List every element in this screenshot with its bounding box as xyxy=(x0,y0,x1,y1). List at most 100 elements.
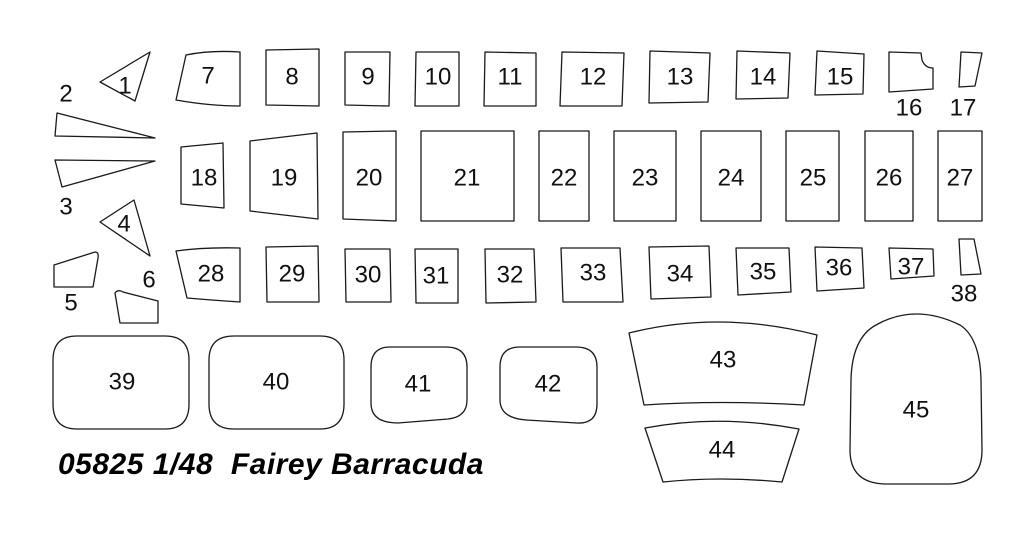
mask-part-15: 15 xyxy=(814,50,865,96)
mask-part-14: 14 xyxy=(735,50,791,100)
mask-outline xyxy=(249,132,319,220)
part-number-label: 2 xyxy=(59,81,72,108)
mask-part-45: 45 xyxy=(849,313,983,485)
mask-part-16: 16 xyxy=(888,51,934,122)
mask-part-7: 7 xyxy=(175,50,241,107)
mask-part-39: 39 xyxy=(52,335,190,430)
part-number-label: 36 xyxy=(826,255,853,282)
mask-outline xyxy=(483,51,537,107)
mask-outline xyxy=(888,51,934,93)
mask-outline xyxy=(420,130,515,222)
mask-part-10: 10 xyxy=(414,51,460,107)
mask-outline xyxy=(700,130,762,222)
mask-part-9: 9 xyxy=(344,51,391,107)
part-number-label: 12 xyxy=(580,64,607,91)
mask-outline xyxy=(613,130,677,222)
mask-part-8: 8 xyxy=(265,48,320,107)
mask-outline xyxy=(53,251,99,288)
mask-outline xyxy=(538,130,590,222)
mask-part-2: 2 xyxy=(54,81,156,139)
part-number-label: 37 xyxy=(898,254,925,281)
mask-part-43: 43 xyxy=(628,321,818,406)
mask-outline xyxy=(560,247,624,303)
part-number-label: 19 xyxy=(271,165,298,192)
mask-outline xyxy=(54,159,156,188)
mask-outline xyxy=(175,247,241,303)
mask-part-25: 25 xyxy=(785,130,840,222)
mask-outline xyxy=(54,112,156,139)
mask-outline xyxy=(814,50,865,96)
mask-part-4: 4 xyxy=(99,199,151,257)
part-number-label: 18 xyxy=(191,165,218,192)
mask-part-20: 20 xyxy=(342,130,397,222)
part-number-label: 15 xyxy=(827,64,854,91)
mask-outline xyxy=(499,346,598,424)
mask-outline xyxy=(265,245,320,303)
part-number-label: 5 xyxy=(64,290,77,317)
mask-part-17: 17 xyxy=(950,51,983,122)
mask-part-42: 42 xyxy=(499,346,598,424)
mask-outline xyxy=(175,50,241,107)
part-number-label: 6 xyxy=(142,267,155,294)
mask-outline xyxy=(958,51,983,88)
mask-outline xyxy=(52,335,190,430)
part-number-label: 21 xyxy=(454,165,481,192)
part-number-label: 8 xyxy=(285,64,298,91)
mask-outline xyxy=(414,248,459,304)
mask-outline xyxy=(864,130,914,222)
part-number-label: 20 xyxy=(356,165,383,192)
mask-outline xyxy=(628,321,818,406)
part-number-label: 26 xyxy=(876,165,903,192)
mask-part-26: 26 xyxy=(864,130,914,222)
mask-outline xyxy=(344,248,392,303)
part-number-label: 10 xyxy=(425,64,452,91)
mask-outline xyxy=(849,313,983,485)
mask-outline xyxy=(99,51,151,102)
mask-outline xyxy=(648,245,712,300)
mask-part-37: 37 xyxy=(888,247,935,281)
mask-part-40: 40 xyxy=(208,335,345,430)
mask-part-22: 22 xyxy=(538,130,590,222)
part-number-label: 35 xyxy=(750,259,777,286)
mask-part-21: 21 xyxy=(420,130,515,222)
part-number-label: 28 xyxy=(198,261,225,288)
mask-outline xyxy=(208,335,345,430)
part-number-label: 44 xyxy=(709,437,736,464)
part-number-label: 4 xyxy=(117,211,130,238)
part-number-label: 29 xyxy=(279,261,306,288)
mask-outline xyxy=(370,346,468,424)
mask-part-24: 24 xyxy=(700,130,762,222)
part-number-label: 11 xyxy=(498,64,523,91)
mask-outline xyxy=(342,130,397,222)
mask-part-5: 5 xyxy=(53,251,99,317)
part-number-label: 43 xyxy=(710,347,737,374)
mask-outline xyxy=(265,48,320,107)
mask-outline xyxy=(344,51,391,107)
mask-outline xyxy=(785,130,840,222)
mask-part-29: 29 xyxy=(265,245,320,303)
part-number-label: 34 xyxy=(667,261,694,288)
part-number-label: 45 xyxy=(903,397,930,424)
mask-part-38: 38 xyxy=(951,238,982,308)
part-number-label: 30 xyxy=(355,262,382,289)
mask-outline xyxy=(735,247,792,296)
part-number-label: 40 xyxy=(263,369,290,396)
sheet-title: 05825 1/48 Fairey Barracuda xyxy=(58,448,484,481)
mask-part-35: 35 xyxy=(735,247,792,296)
part-number-label: 23 xyxy=(632,165,659,192)
mask-outline xyxy=(114,290,159,324)
mask-outline xyxy=(644,420,800,483)
part-number-label: 22 xyxy=(551,165,578,192)
mask-outline xyxy=(559,51,625,107)
mask-outline xyxy=(414,51,460,107)
part-number-label: 13 xyxy=(667,64,694,91)
mask-part-1: 1 xyxy=(99,51,151,102)
part-number-label: 41 xyxy=(405,371,432,398)
part-number-label: 14 xyxy=(750,64,777,91)
mask-outline xyxy=(735,50,791,100)
mask-outline xyxy=(937,130,983,222)
part-number-label: 16 xyxy=(896,95,923,122)
mask-outline xyxy=(958,238,982,276)
mask-part-6: 6 xyxy=(114,267,159,324)
